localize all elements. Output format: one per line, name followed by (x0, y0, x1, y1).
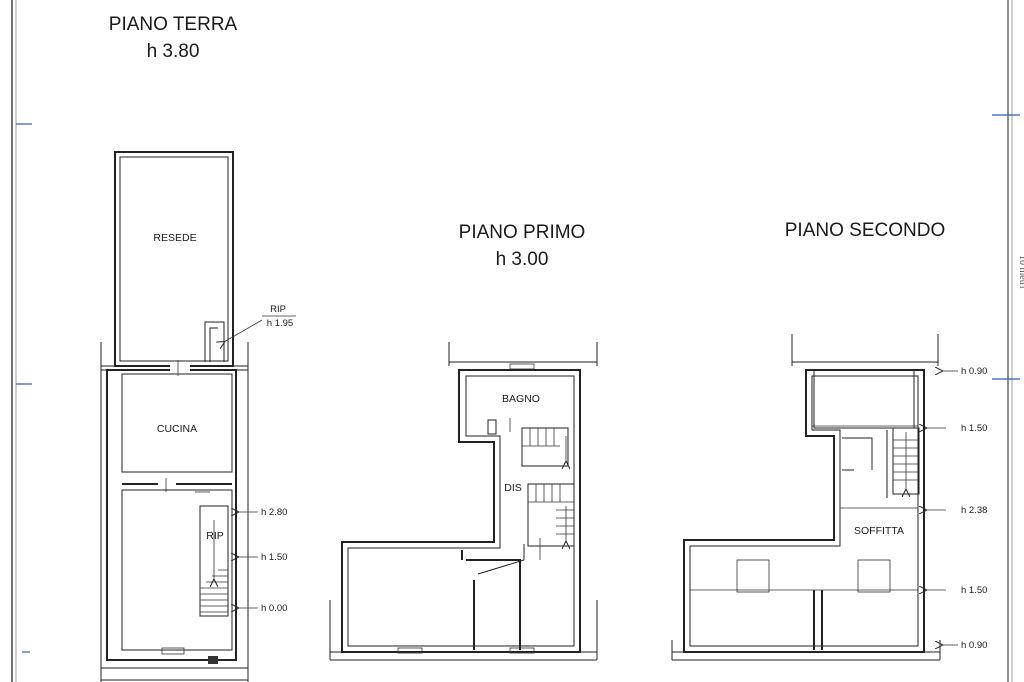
rip-callout-height: h 1.95 (267, 318, 293, 329)
room-dis: DIS (504, 482, 522, 494)
rip-callout-name: RIP (270, 304, 286, 315)
second-level-1: h 0.90 (961, 366, 987, 377)
ground-floor-title: PIANO TERRA (109, 14, 238, 35)
room-rip: RIP (206, 530, 224, 542)
second-level-3: h 2.38 (961, 505, 987, 516)
ground-level-3: h 0.00 (261, 603, 287, 614)
ground-floor-levels: h 2.80 h 1.50 h 0.00 (238, 507, 287, 614)
room-cucina: CUCINA (157, 423, 197, 435)
first-floor-height: h 3.00 (496, 249, 549, 270)
ground-floor-height: h 3.80 (147, 41, 200, 62)
second-level-2: h 1.50 (961, 423, 987, 434)
svg-text:10 metri: 10 metri (1017, 255, 1024, 289)
second-level-4: h 1.50 (961, 585, 987, 596)
first-floor-title: PIANO PRIMO (459, 222, 586, 243)
room-bagno: BAGNO (502, 393, 540, 405)
second-floor-title: PIANO SECONDO (785, 220, 945, 241)
ground-level-1: h 2.80 (261, 507, 287, 518)
room-soffitta: SOFFITTA (854, 525, 904, 537)
rip-callout: RIP h 1.95 (224, 304, 296, 342)
second-floor-plan (671, 334, 941, 661)
first-floor-plan (329, 342, 598, 661)
ground-level-2: h 1.50 (261, 552, 287, 563)
second-floor-levels: h 0.90 h 1.50 h 2.38 h 1.50 h 0.90 (926, 366, 987, 651)
second-level-5: h 0.90 (961, 640, 987, 651)
room-resede: RESEDE (153, 232, 196, 244)
sheet-border: 10 metri (11, 0, 1024, 682)
